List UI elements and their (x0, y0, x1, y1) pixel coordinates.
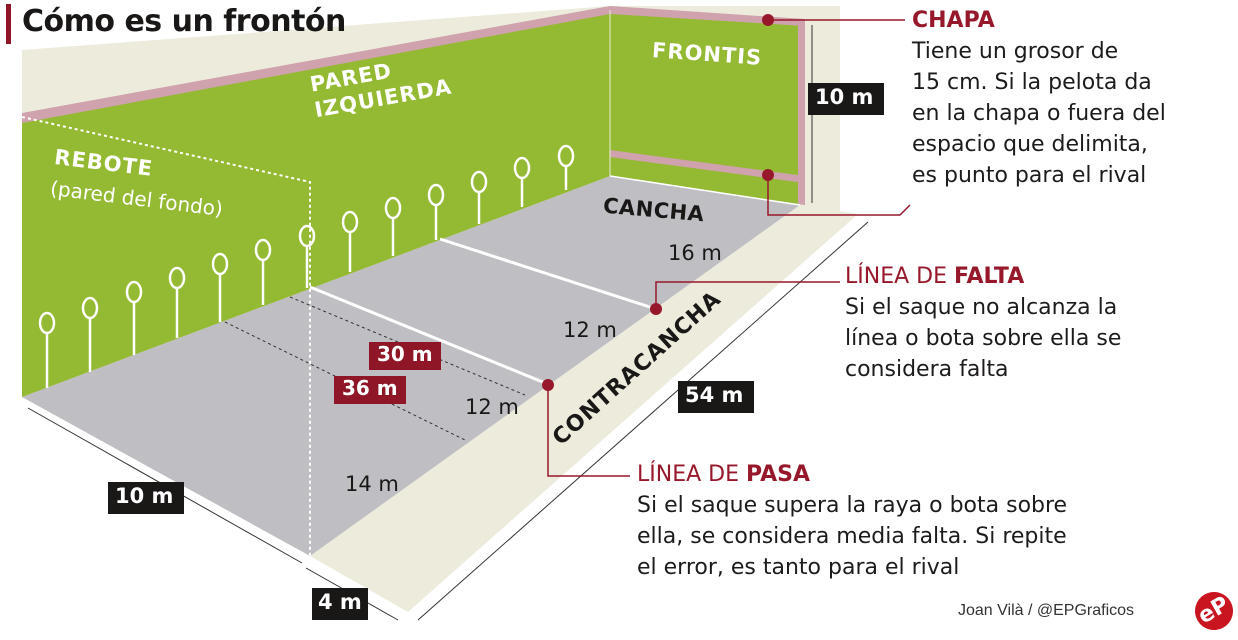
marker-30-box (369, 342, 441, 370)
length-box (678, 381, 754, 413)
dim-length: 54 m (685, 383, 744, 407)
dim-court-width: 10 m (115, 484, 174, 508)
falta-line (439, 237, 657, 311)
rebote-outline (21, 116, 311, 556)
annotation-chapa: CHAPA Tiene un grosor de 15 cm. Si la pe… (912, 6, 1166, 191)
frontis-wall (610, 10, 805, 205)
frontis-side-chapa (798, 23, 805, 205)
segment-12m-b: 12 m (465, 395, 519, 419)
frontis-bottom-chapa (610, 150, 805, 183)
annotation-pasa-title: LÍNEA DE PASA (637, 462, 810, 487)
annotation-falta-title: LÍNEA DE FALTA (845, 264, 1025, 289)
annotation-falta: LÍNEA DE FALTA Si el saque no alcanza la… (845, 262, 1121, 385)
annotation-pasa: LÍNEA DE PASA Si el saque supera la raya… (637, 460, 1067, 583)
callout-dots (542, 14, 774, 391)
credit-line: Joan Vilà / @EPGraficos (958, 602, 1135, 619)
wall-posts (38, 144, 575, 388)
annotation-chapa-title: CHAPA (912, 8, 995, 33)
side-width-box (312, 588, 368, 620)
segment-12m-a: 12 m (563, 318, 617, 342)
pasa-line (309, 285, 551, 387)
marker-36-box (334, 376, 406, 404)
left-wall-chapa (22, 6, 610, 123)
segment-16m: 16 m (668, 241, 722, 265)
frontis-top-chapa (610, 6, 805, 26)
dim-front-height: 10 m (815, 85, 874, 109)
annotation-chapa-body: Tiene un grosor de 15 cm. Si la pelota d… (912, 39, 1166, 188)
court-width-box (108, 482, 184, 514)
contracancha-strip (310, 205, 858, 612)
dim-side-width: 4 m (318, 590, 362, 614)
annotation-falta-body: Si el saque no alcanza la línea o bota s… (845, 295, 1122, 382)
callout-leaders (547, 19, 911, 477)
annotation-pasa-body: Si el saque supera la raya o bota sobre … (637, 493, 1068, 580)
left-wall (22, 10, 610, 397)
title-accent-bar (6, 4, 11, 44)
marker-36m: 36 m (342, 376, 398, 400)
segment-14m: 14 m (345, 472, 399, 496)
marker-30m: 30 m (377, 342, 433, 366)
front-height-box (808, 83, 884, 115)
page-title: Cómo es un frontón (22, 4, 346, 39)
